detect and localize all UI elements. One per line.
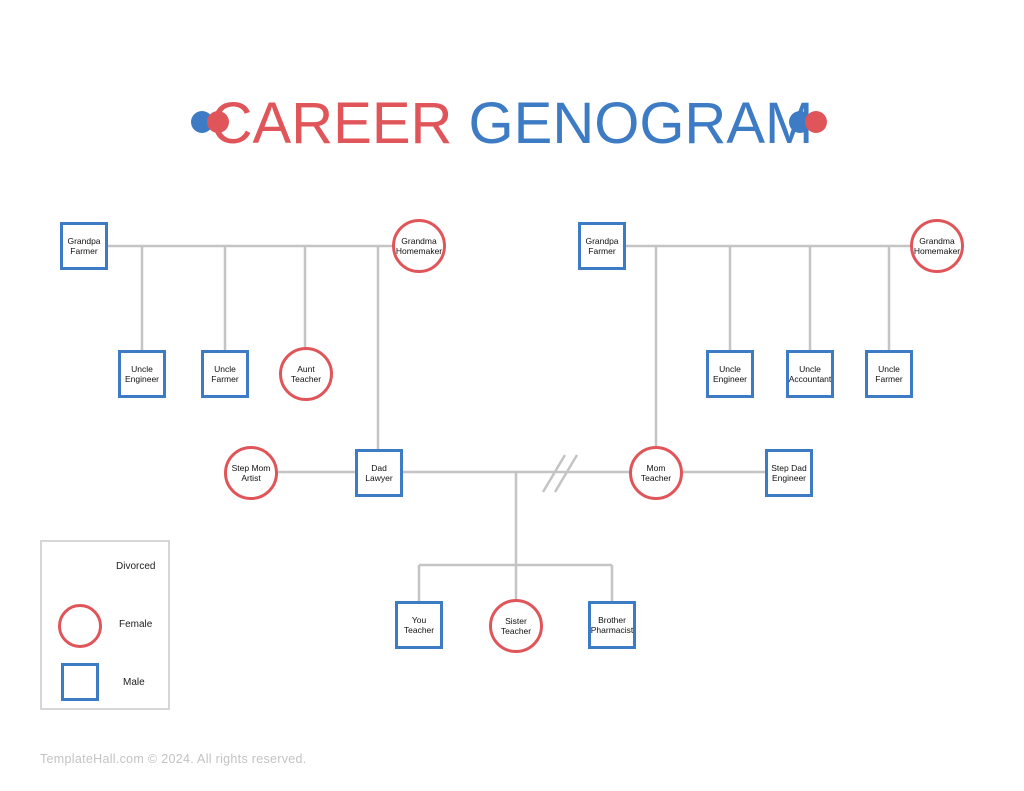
maternal-grandpa-node: Grandpa Farmer bbox=[578, 222, 626, 270]
maternal-grandma-node: Grandma Homemaker bbox=[910, 219, 964, 273]
node-name: Sister bbox=[505, 616, 527, 626]
red-dot bbox=[207, 111, 229, 133]
node-name: Uncle bbox=[719, 364, 741, 374]
node-career: Teacher bbox=[290, 374, 322, 384]
title-word-career: CAREER bbox=[210, 91, 453, 156]
paternal-uncle-farmer-node: Uncle Farmer bbox=[201, 350, 249, 398]
you-node: You Teacher bbox=[395, 601, 443, 649]
node-name: Uncle bbox=[799, 364, 821, 374]
brother-node: Brother Pharmacist bbox=[588, 601, 636, 649]
node-career: Engineer bbox=[712, 374, 748, 384]
divorce-slash bbox=[541, 454, 567, 493]
paternal-grandpa-node: Grandpa Farmer bbox=[60, 222, 108, 270]
node-name: Dad bbox=[371, 463, 387, 473]
legend-female-label: Female bbox=[119, 619, 153, 630]
node-career: Farmer bbox=[211, 374, 239, 384]
node-career: Artist bbox=[241, 473, 261, 483]
paternal-grandma-node: Grandma Homemaker bbox=[392, 219, 446, 273]
node-name: Uncle bbox=[214, 364, 236, 374]
node-career: Teacher bbox=[640, 473, 672, 483]
title-word-genogram: GENOGRAM bbox=[468, 91, 814, 156]
node-career: Farmer bbox=[875, 374, 903, 384]
node-career: Homemaker bbox=[395, 246, 443, 256]
legend-male-symbol bbox=[61, 663, 99, 701]
mom-node: Mom Teacher bbox=[629, 446, 683, 500]
page-title: CAREER GENOGRAM bbox=[0, 88, 1024, 160]
node-name: Mom bbox=[646, 463, 666, 473]
node-career: Teacher bbox=[403, 625, 435, 635]
node-name: Uncle bbox=[131, 364, 153, 374]
node-name: You bbox=[411, 615, 427, 625]
legend-box: Divorced Female Male bbox=[40, 540, 170, 710]
legend-male-label: Male bbox=[123, 677, 145, 688]
node-career: Accountant bbox=[788, 374, 832, 384]
node-name: Uncle bbox=[878, 364, 900, 374]
node-name: Grandma bbox=[919, 236, 955, 246]
maternal-uncle-accountant-node: Uncle Accountant bbox=[786, 350, 834, 398]
node-name: Step Dad bbox=[771, 463, 807, 473]
copyright-footer: TemplateHall.com © 2024. All rights rese… bbox=[40, 752, 307, 766]
title-dots-left bbox=[191, 111, 235, 135]
paternal-uncle-engineer-node: Uncle Engineer bbox=[118, 350, 166, 398]
maternal-uncle-farmer-node: Uncle Farmer bbox=[865, 350, 913, 398]
node-name: Brother bbox=[598, 615, 626, 625]
node-career: Farmer bbox=[588, 246, 616, 256]
node-name: Step Mom bbox=[231, 463, 271, 473]
maternal-uncle-engineer-node: Uncle Engineer bbox=[706, 350, 754, 398]
paternal-aunt-node: Aunt Teacher bbox=[279, 347, 333, 401]
legend-divorced-label: Divorced bbox=[116, 561, 156, 572]
node-career: Lawyer bbox=[365, 473, 393, 483]
node-career: Engineer bbox=[771, 473, 807, 483]
node-career: Engineer bbox=[124, 374, 160, 384]
step-dad-node: Step Dad Engineer bbox=[765, 449, 813, 497]
node-career: Teacher bbox=[500, 626, 532, 636]
dad-node: Dad Lawyer bbox=[355, 449, 403, 497]
step-mom-node: Step Mom Artist bbox=[224, 446, 278, 500]
red-dot bbox=[805, 111, 827, 133]
divorce-slash bbox=[553, 454, 579, 493]
node-career: Pharmacist bbox=[590, 625, 634, 635]
node-name: Grandma bbox=[401, 236, 437, 246]
legend-female-symbol bbox=[58, 604, 102, 648]
node-name: Grandpa bbox=[585, 236, 619, 246]
node-name: Aunt bbox=[297, 364, 315, 374]
node-career: Homemaker bbox=[913, 246, 961, 256]
node-career: Farmer bbox=[70, 246, 98, 256]
sister-node: Sister Teacher bbox=[489, 599, 543, 653]
node-name: Grandpa bbox=[67, 236, 101, 246]
title-dots-right bbox=[789, 111, 833, 135]
